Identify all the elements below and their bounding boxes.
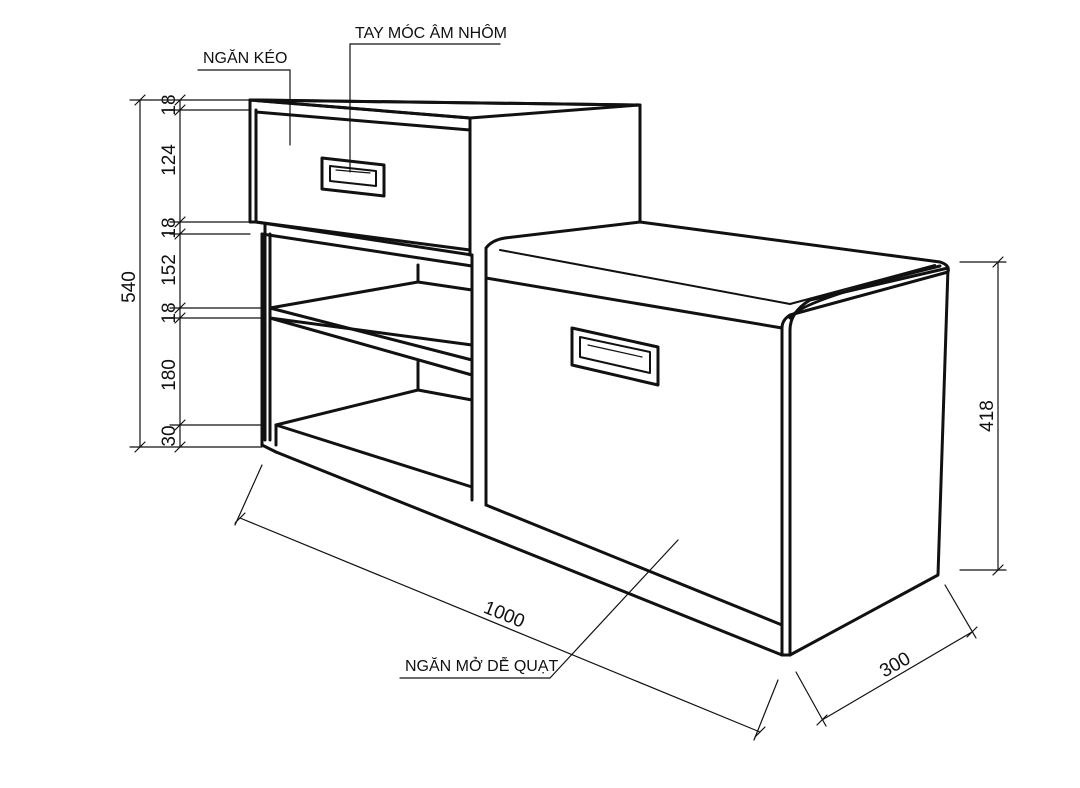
flap-handle	[570, 326, 660, 387]
dim-bottom-shelf: 180	[159, 359, 180, 391]
label-drawer: NGĂN KÉO	[197, 48, 291, 146]
width-dimension: 1000	[234, 464, 779, 741]
cabinet	[248, 98, 950, 657]
label-handle: TAY MÓC ÂM NHÔM	[349, 23, 507, 173]
middle-shelf	[268, 280, 474, 347]
dim-plinth: 30	[159, 425, 180, 446]
dim-depth: 300	[876, 648, 914, 682]
dim-seat-height: 418	[977, 400, 998, 432]
label-flap-text: NGĂN MỞ DỄ QUẠT	[405, 656, 559, 675]
dim-open-shelf: 152	[159, 254, 180, 286]
dim-total-height: 540	[119, 271, 140, 303]
left-dimension-chain: 540 18 124 18 152 18 180 30	[119, 94, 263, 453]
dim-top-board: 18	[159, 94, 180, 115]
dim-board-3: 18	[159, 302, 180, 323]
label-drawer-text: NGĂN KÉO	[203, 48, 287, 67]
label-flap: NGĂN MỞ DỄ QUẠT	[399, 539, 679, 679]
drawer-handle	[320, 156, 386, 198]
depth-dimension: 300	[795, 584, 978, 727]
seat	[484, 220, 950, 657]
label-handle-text: TAY MÓC ÂM NHÔM	[355, 23, 507, 42]
right-dimension: 418	[959, 256, 1007, 576]
dim-drawer-height: 124	[159, 144, 180, 176]
dim-board-2: 18	[159, 217, 180, 238]
drawer	[254, 110, 472, 252]
